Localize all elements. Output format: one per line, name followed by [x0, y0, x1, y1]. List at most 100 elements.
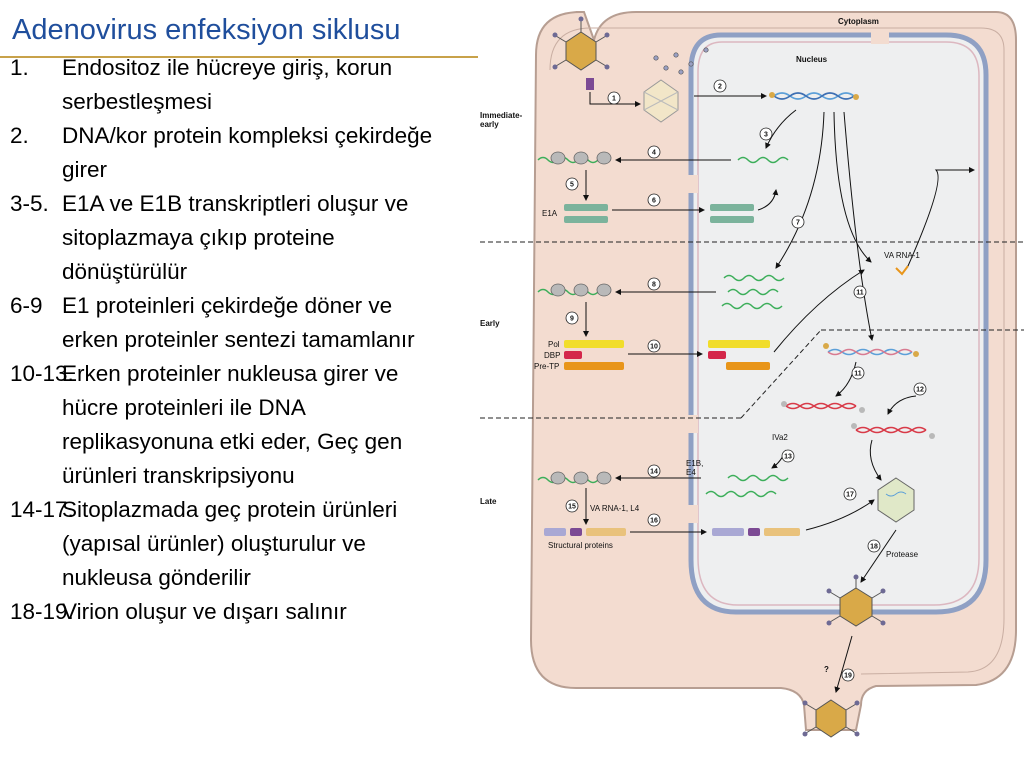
nuclear-pore: [684, 505, 698, 523]
nuclear-pore: [871, 30, 889, 44]
arrow: [773, 269, 865, 353]
arrow: [757, 189, 779, 211]
svg-text:16: 16: [650, 518, 658, 525]
pre-tp-label: Pre-TP: [534, 362, 559, 371]
cell-inner-line: [549, 27, 1005, 675]
va-rna-label: VA RNA-1: [884, 251, 920, 260]
nuclear-pore: [684, 415, 698, 433]
assembling-virion: [877, 477, 915, 523]
step-text: Sitoplazmada geç protein ürünleri (yapıs…: [62, 497, 398, 590]
pol-label: Pol: [548, 340, 560, 349]
structural-proteins-label: Structural proteins: [548, 541, 613, 550]
step-item: 2. DNA/kor protein kompleksi çekirdeğe gi…: [10, 119, 442, 187]
nucleus-inner-line: [697, 41, 980, 606]
svg-text:17: 17: [846, 492, 854, 499]
protease-label: Protease: [886, 550, 919, 559]
svg-text:13: 13: [784, 454, 792, 461]
phase-divider: [740, 329, 822, 419]
arrow: [834, 635, 853, 693]
step-text: Endositoz ile hücreye giriş, korun serbe…: [62, 55, 393, 114]
adenovirus-cycle-diagram: Cytoplasm Nucleus Immediate-early Early …: [480, 11, 1024, 738]
arrow: [887, 395, 917, 415]
step-text: Erken proteinler nukleusa girer ve hücre…: [62, 361, 403, 488]
svg-text:1: 1: [612, 96, 616, 103]
step-number: 2.: [10, 123, 29, 148]
dbp-label: DBP: [544, 351, 560, 360]
arrow: [860, 529, 897, 583]
structural-protein-nucleus: [712, 528, 744, 536]
arrow: [833, 111, 872, 263]
nucleus: [688, 32, 989, 615]
dbp-protein: [564, 351, 582, 359]
e1a-label: E1A: [542, 209, 558, 218]
arrow: [805, 499, 875, 531]
step-number: 1.: [10, 55, 29, 80]
step-list: 1. Endositoz ile hücreye giriş, korun ser…: [10, 51, 442, 629]
va-rna-l4-label: VA RNA-1, L4: [590, 504, 640, 513]
step-item: 18-19.Virion oluşur ve dışarı salınır: [10, 595, 442, 629]
step-number: 3-5.: [10, 191, 49, 216]
svg-text:11: 11: [854, 371, 862, 378]
structural-protein-nucleus: [764, 528, 800, 536]
svg-text:5: 5: [570, 182, 574, 189]
e1a-protein-nucleus: [710, 204, 754, 211]
mature-virion: [826, 574, 886, 627]
early-mrna-cyto: [537, 288, 609, 296]
e1a-protein: [564, 216, 608, 223]
early-mrna: [727, 288, 779, 296]
svg-text:3: 3: [764, 132, 768, 139]
step-text: E1 proteinleri çekirdeğe döner ve erken …: [62, 293, 415, 352]
arrow: [835, 361, 857, 397]
svg-text:9: 9: [570, 316, 574, 323]
released-virion: [802, 699, 860, 738]
svg-text:11: 11: [856, 290, 864, 297]
question-mark: ?: [824, 665, 829, 674]
arrow: [907, 167, 975, 267]
e1a-mrna: [737, 156, 789, 164]
early-mrna: [723, 274, 785, 282]
step-item: 10-13.Erken proteinler nukleusa girer ve…: [10, 357, 442, 493]
pol-protein-nucleus: [708, 340, 770, 348]
va-rna: [895, 265, 909, 276]
svg-text:12: 12: [916, 387, 924, 394]
structural-protein-nucleus: [748, 528, 760, 536]
title-divider: [0, 56, 478, 58]
svg-text:18: 18: [870, 544, 878, 551]
svg-text:7: 7: [796, 220, 800, 227]
page-title: Adenovirus enfeksiyon siklusu: [12, 14, 401, 46]
iva2-label: IVa2: [772, 433, 788, 442]
late-mrna: [705, 490, 777, 498]
svg-text:4: 4: [652, 150, 656, 157]
phase-immediate-early-label: Immediate-early: [480, 111, 523, 129]
svg-text:15: 15: [568, 504, 576, 511]
step-item: 3-5. E1A ve E1B transkriptleri oluşur ve …: [10, 187, 442, 289]
step-item: 1. Endositoz ile hücreye giriş, korun ser…: [10, 51, 442, 119]
early-mrna: [721, 302, 783, 310]
svg-text:2: 2: [718, 84, 722, 91]
step-number: 6-9: [10, 293, 43, 318]
arrow: [869, 439, 882, 481]
late-mrna-cyto: [537, 476, 609, 484]
replicating-dna: [823, 343, 919, 357]
svg-text:10: 10: [650, 344, 658, 351]
viral-dna: [769, 92, 859, 100]
late-mrna: [727, 474, 789, 482]
arrow: [775, 111, 825, 269]
svg-text:6: 6: [652, 198, 656, 205]
step-text: E1A ve E1B transkriptleri oluşur ve sito…: [62, 191, 409, 284]
incoming-virion: [552, 16, 610, 71]
e1a-mrna-cyto: [537, 156, 609, 164]
pre-tp-protein: [564, 362, 624, 370]
receptor: [586, 78, 594, 90]
step-item: 6-9 E1 proteinleri çekirdeğe döner ve erk…: [10, 289, 442, 357]
e1a-protein: [564, 204, 608, 211]
nucleus-label: Nucleus: [796, 55, 828, 64]
e1a-protein-nucleus: [710, 216, 754, 223]
uncoating-capsid: [643, 79, 679, 123]
step-text: DNA/kor protein kompleksi çekirdeğe gire…: [62, 123, 433, 182]
step-number: 18-19.: [10, 599, 74, 624]
pol-protein: [564, 340, 624, 348]
capsid-fragments: [653, 47, 709, 75]
nuclear-pore: [684, 175, 698, 193]
step-text: Virion oluşur ve dışarı salınır: [62, 599, 347, 624]
